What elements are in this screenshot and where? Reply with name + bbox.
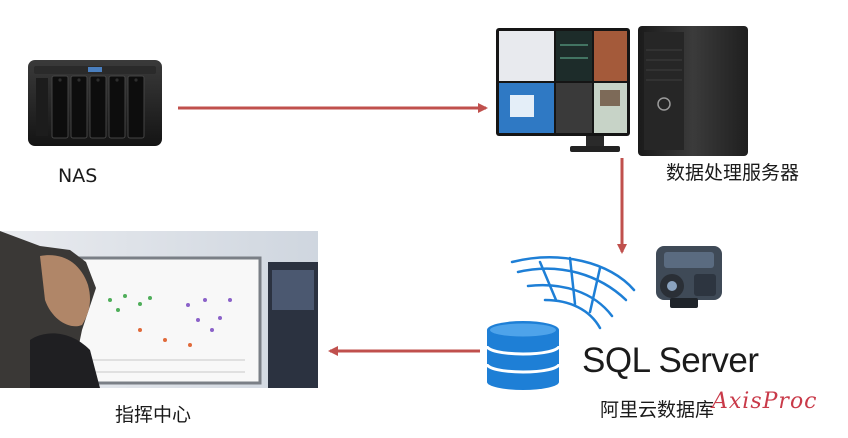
nas-device-icon [28, 60, 162, 146]
sql-server-logo-icon [510, 256, 636, 330]
workstation-tower-icon [638, 26, 748, 156]
server-label: 数据处理服务器 [666, 162, 800, 184]
nas-label: NAS [58, 165, 98, 187]
database-cylinder-icon [485, 321, 561, 390]
database-label: 阿里云数据库 [600, 399, 715, 421]
command-center-photo [0, 231, 318, 388]
command-center-label: 指挥中心 [115, 404, 192, 426]
sql-server-wordmark: SQL Server [582, 341, 759, 380]
monitor-wall-icon [496, 28, 630, 152]
watermark: AxisProc [712, 389, 818, 414]
engine-icon [656, 246, 722, 308]
